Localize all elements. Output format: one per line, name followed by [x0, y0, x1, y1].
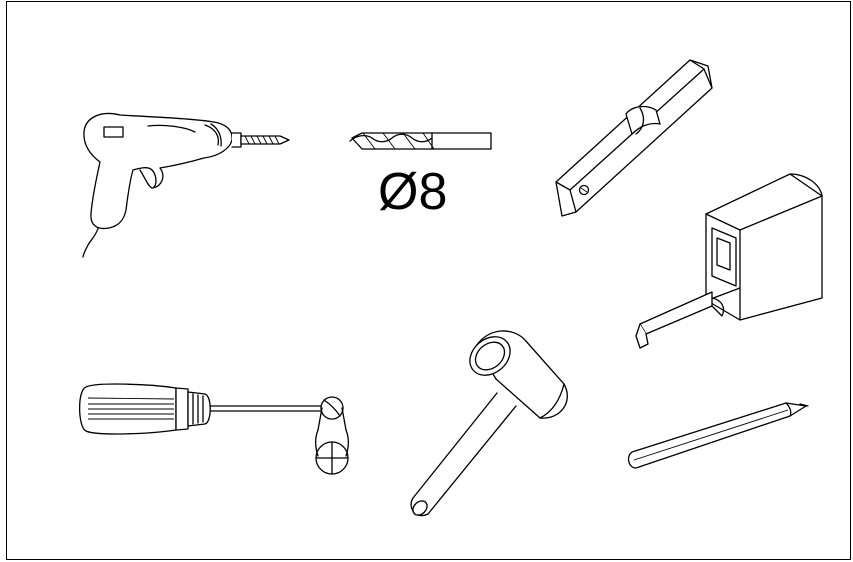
tape-measure-icon	[635, 173, 823, 349]
screwdriver-icon	[78, 383, 349, 475]
mallet-icon	[410, 330, 568, 517]
instruction-frame	[6, 1, 851, 560]
drill-bit-size-label: Ø8	[378, 163, 448, 221]
pencil-icon	[627, 402, 809, 469]
spirit-level-icon	[555, 59, 713, 217]
drill-bit-icon	[349, 132, 492, 150]
power-drill-icon	[82, 112, 290, 258]
